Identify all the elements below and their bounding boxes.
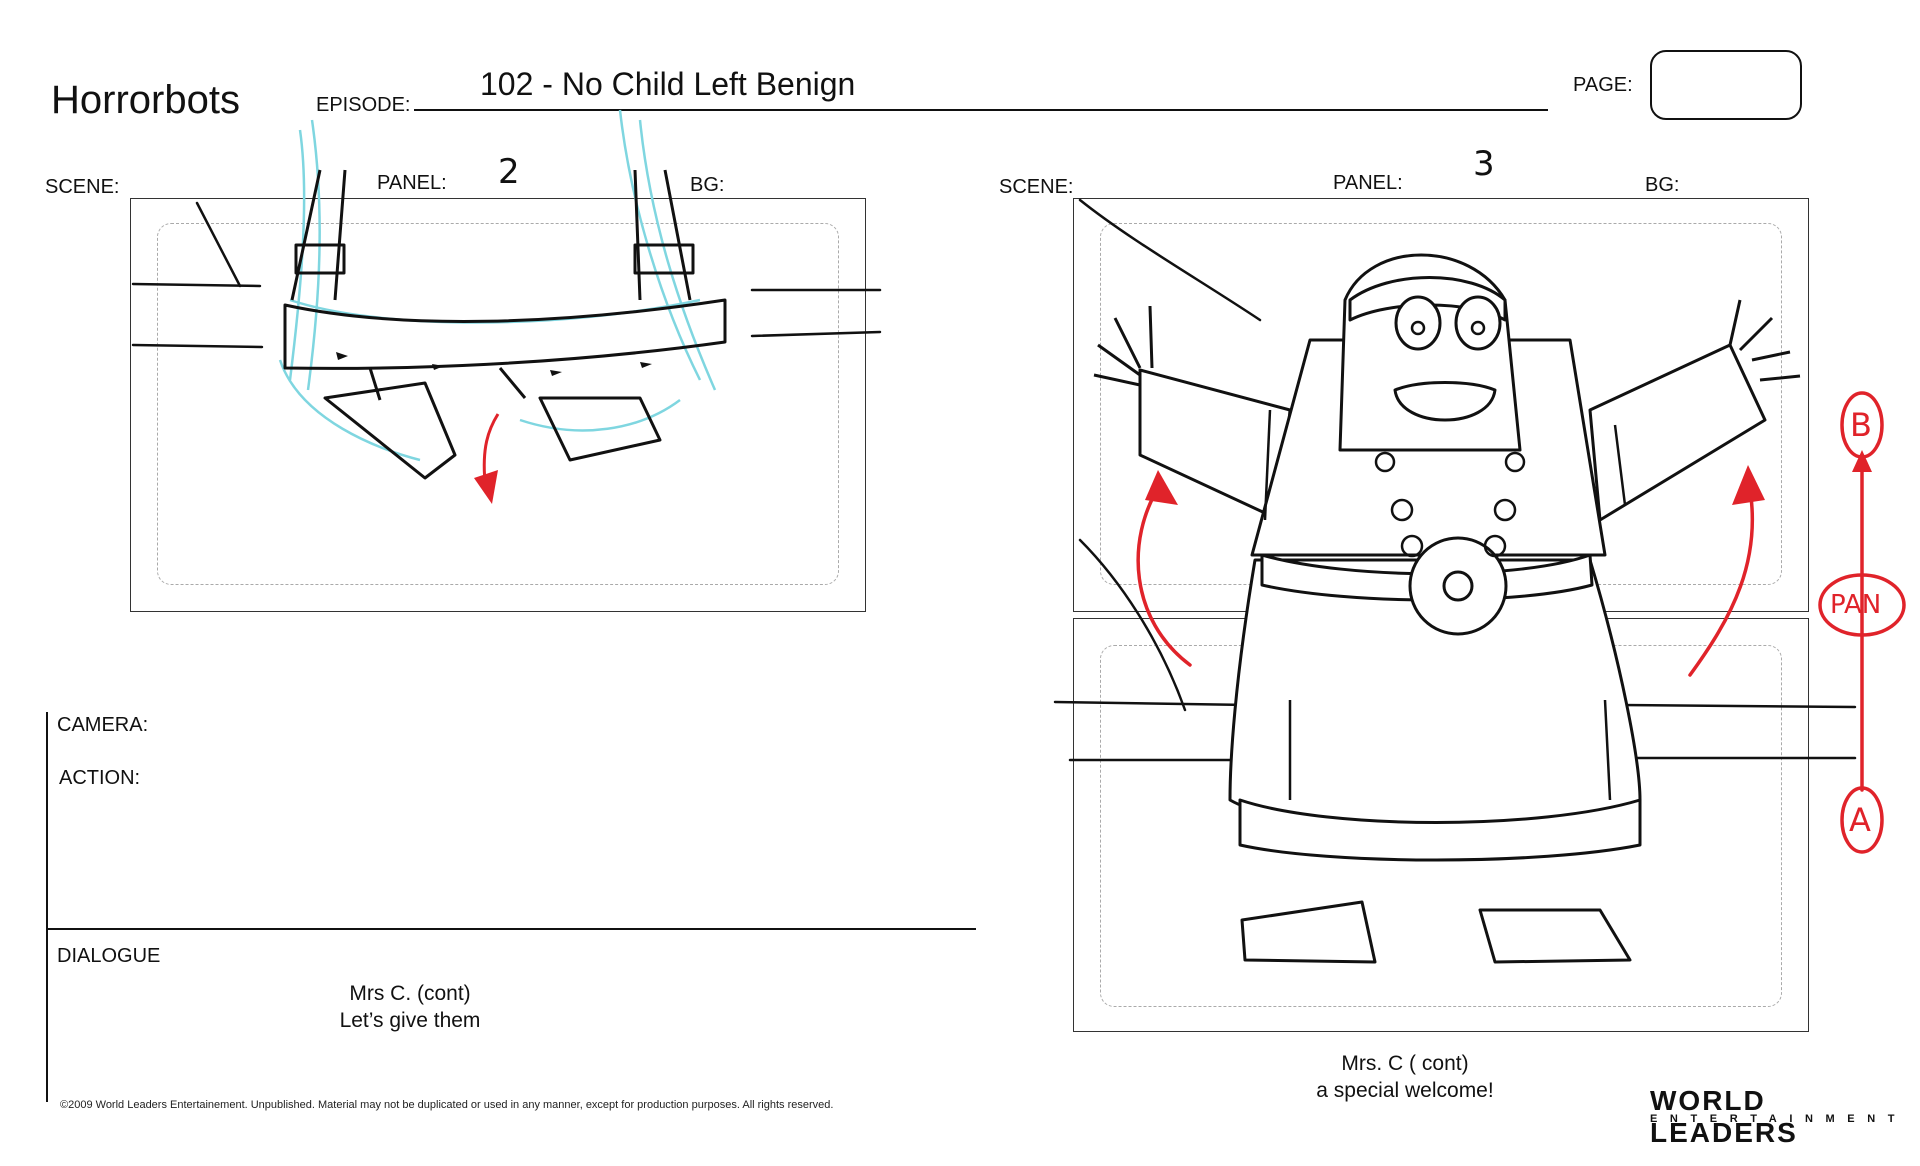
pan-end-mark: B — [1850, 406, 1872, 444]
panel-label-3: PANEL: — [1333, 172, 1403, 194]
camera-label: CAMERA: — [57, 714, 149, 736]
pan-start-mark: A — [1849, 801, 1871, 839]
episode-value: 102 - No Child Left Benign — [480, 66, 856, 102]
dialogue-line: a special welcome! — [1316, 1079, 1494, 1102]
page-number-field[interactable] — [1650, 50, 1802, 120]
page-label: PAGE: — [1573, 74, 1633, 96]
info-divider-horizontal — [46, 928, 976, 930]
panel-number-2: 2 — [498, 152, 520, 192]
panel-label-2: PANEL: — [377, 172, 447, 194]
dialogue-speaker: Mrs. C ( cont) — [1341, 1052, 1469, 1075]
dialogue-panel-3: Mrs. C ( cont) a special welcome! — [1245, 1050, 1565, 1104]
episode-underline — [414, 109, 1548, 111]
action-label: ACTION: — [59, 767, 141, 789]
company-logo-sub: ENTERTAINMENT — [1650, 1113, 1908, 1125]
episode-label: EPISODE: — [316, 94, 411, 116]
panel-2-safe-area — [157, 223, 839, 585]
scene-label-panel-2: SCENE: — [45, 176, 120, 198]
dialogue-speaker: Mrs C. (cont) — [349, 982, 471, 1005]
panel-2-frame — [130, 198, 866, 612]
info-divider-vertical — [46, 712, 48, 1102]
bg-label-panel-3: BG: — [1645, 174, 1680, 196]
company-logo-name: WORLD LEADERS — [1650, 1085, 1798, 1148]
show-title: Horrorbots — [51, 78, 240, 122]
dialogue-line: Let’s give them — [339, 1009, 481, 1032]
scene-label-panel-3: SCENE: — [999, 176, 1074, 198]
dialogue-panel-2: Mrs C. (cont) Let’s give them — [250, 980, 570, 1034]
copyright-notice: ©2009 World Leaders Entertainement. Unpu… — [60, 1099, 834, 1111]
panel-number-3: 3 — [1473, 144, 1495, 184]
bg-label-panel-2: BG: — [690, 174, 725, 196]
pan-move-mark: PAN — [1830, 590, 1882, 620]
dialogue-label: DIALOGUE — [57, 945, 161, 967]
